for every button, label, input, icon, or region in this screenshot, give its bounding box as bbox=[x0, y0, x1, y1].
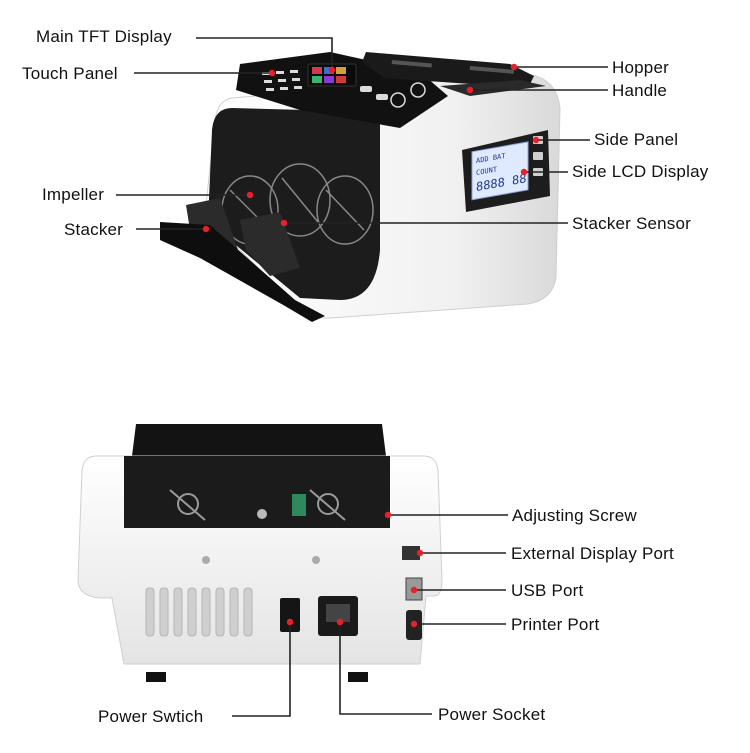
marker-dot-handle bbox=[466, 86, 474, 94]
label-side-lcd-display: Side LCD Display bbox=[572, 162, 709, 181]
leader-line-main-tft-display bbox=[196, 37, 333, 70]
marker-dot-power-socket bbox=[336, 618, 344, 626]
marker-dot-impeller bbox=[246, 191, 254, 199]
label-impeller: Impeller bbox=[42, 185, 105, 204]
label-printer-port: Printer Port bbox=[511, 615, 600, 634]
label-stacker: Stacker bbox=[64, 220, 124, 239]
back-hopper bbox=[132, 424, 386, 456]
marker-dot-stacker bbox=[202, 225, 210, 233]
marker-dot-main-tft-display bbox=[328, 66, 336, 74]
side-lcd-display: ADD BAT COUNT 8888 88 bbox=[471, 141, 529, 201]
label-power-socket: Power Socket bbox=[438, 705, 546, 724]
label-stacker-sensor: Stacker Sensor bbox=[572, 214, 692, 233]
label-hopper: Hopper bbox=[612, 58, 669, 77]
leader-line-power-socket bbox=[339, 622, 432, 715]
external-display-port bbox=[402, 546, 420, 560]
hopper bbox=[362, 52, 534, 88]
leader-lines bbox=[116, 37, 608, 717]
label-power-switch: Power Swtich bbox=[98, 707, 204, 726]
back-mechanism bbox=[124, 456, 390, 528]
marker-dot-external-display-port bbox=[416, 549, 424, 557]
marker-dot-printer-port bbox=[410, 620, 418, 628]
marker-dot-hopper bbox=[510, 63, 518, 71]
base-tray bbox=[160, 222, 325, 322]
front-view-machine: ADD BAT COUNT 8888 88 bbox=[160, 52, 561, 322]
leader-line-power-switch bbox=[232, 622, 291, 717]
label-external-display-port: External Display Port bbox=[511, 544, 674, 563]
label-handle: Handle bbox=[612, 81, 668, 100]
marker-dot-side-lcd-display bbox=[520, 168, 528, 176]
back-view-machine bbox=[77, 424, 443, 682]
label-touch-panel: Touch Panel bbox=[22, 64, 118, 83]
label-main-tft-display: Main TFT Display bbox=[36, 27, 172, 46]
marker-dot-usb-port bbox=[410, 586, 418, 594]
marker-dot-touch-panel bbox=[268, 69, 276, 77]
stacker-right bbox=[240, 212, 300, 276]
marker-dot-adjusting-screw bbox=[384, 511, 392, 519]
touch-panel bbox=[262, 70, 426, 108]
svg-text:8888: 8888 bbox=[476, 175, 505, 194]
marker-dot-power-switch bbox=[286, 618, 294, 626]
handle bbox=[440, 80, 546, 96]
label-side-panel: Side Panel bbox=[594, 130, 679, 149]
svg-text:COUNT: COUNT bbox=[476, 164, 498, 177]
svg-text:88: 88 bbox=[512, 171, 526, 187]
label-usb-port: USB Port bbox=[511, 581, 584, 600]
marker-dot-side-panel bbox=[532, 136, 540, 144]
vent-grille bbox=[145, 587, 253, 637]
power-socket bbox=[318, 596, 358, 636]
marker-dot-stacker-sensor bbox=[280, 219, 288, 227]
adjusting-screw bbox=[257, 509, 267, 519]
label-adjusting-screw: Adjusting Screw bbox=[512, 506, 637, 525]
